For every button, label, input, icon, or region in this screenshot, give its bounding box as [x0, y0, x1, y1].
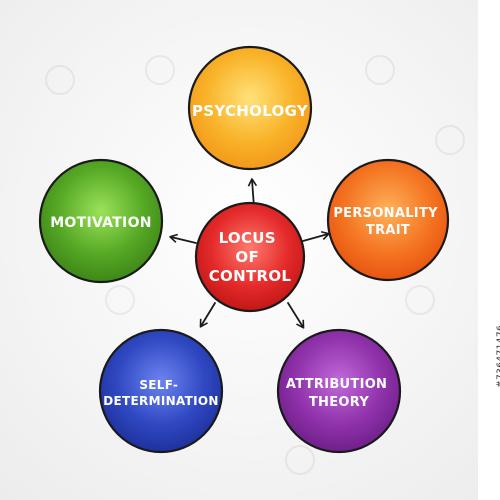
node-self-determination-label: SELF- DETERMINATION: [103, 378, 218, 408]
node-motivation-circle: [38, 158, 164, 284]
arrow-to-self-determination: [199, 302, 216, 328]
node-self-determination: SELF- DETERMINATION: [98, 328, 224, 454]
stock-id-band: [478, 0, 500, 500]
node-center-label: LOCUS OF CONTROL: [209, 229, 292, 285]
arrow-to-motivation: [169, 233, 197, 244]
node-personality-trait-circle: [326, 158, 450, 282]
node-attribution-theory: ATTRIBUTION THEORY: [276, 328, 402, 454]
connector-arrows: [169, 178, 330, 329]
node-personality-trait-label: PERSONALITY TRAIT: [333, 206, 442, 238]
arrow-to-personality: [302, 230, 330, 242]
node-psychology-label: PSYCHOLOGY: [192, 102, 309, 120]
node-motivation-label: MOTIVATION: [50, 215, 152, 231]
node-center-circle: [194, 201, 306, 313]
node-center: LOCUS OF CONTROL: [194, 201, 306, 313]
node-attribution-theory-label: ATTRIBUTION THEORY: [286, 377, 392, 410]
node-psychology: PSYCHOLOGY: [187, 45, 313, 171]
node-personality-trait: PERSONALITY TRAIT: [326, 158, 450, 282]
node-attribution-theory-circle: [276, 328, 402, 454]
node-self-determination-circle: [98, 328, 224, 454]
node-motivation: MOTIVATION: [38, 158, 164, 284]
node-psychology-circle: [187, 45, 313, 171]
arrow-to-attribution: [287, 302, 305, 329]
